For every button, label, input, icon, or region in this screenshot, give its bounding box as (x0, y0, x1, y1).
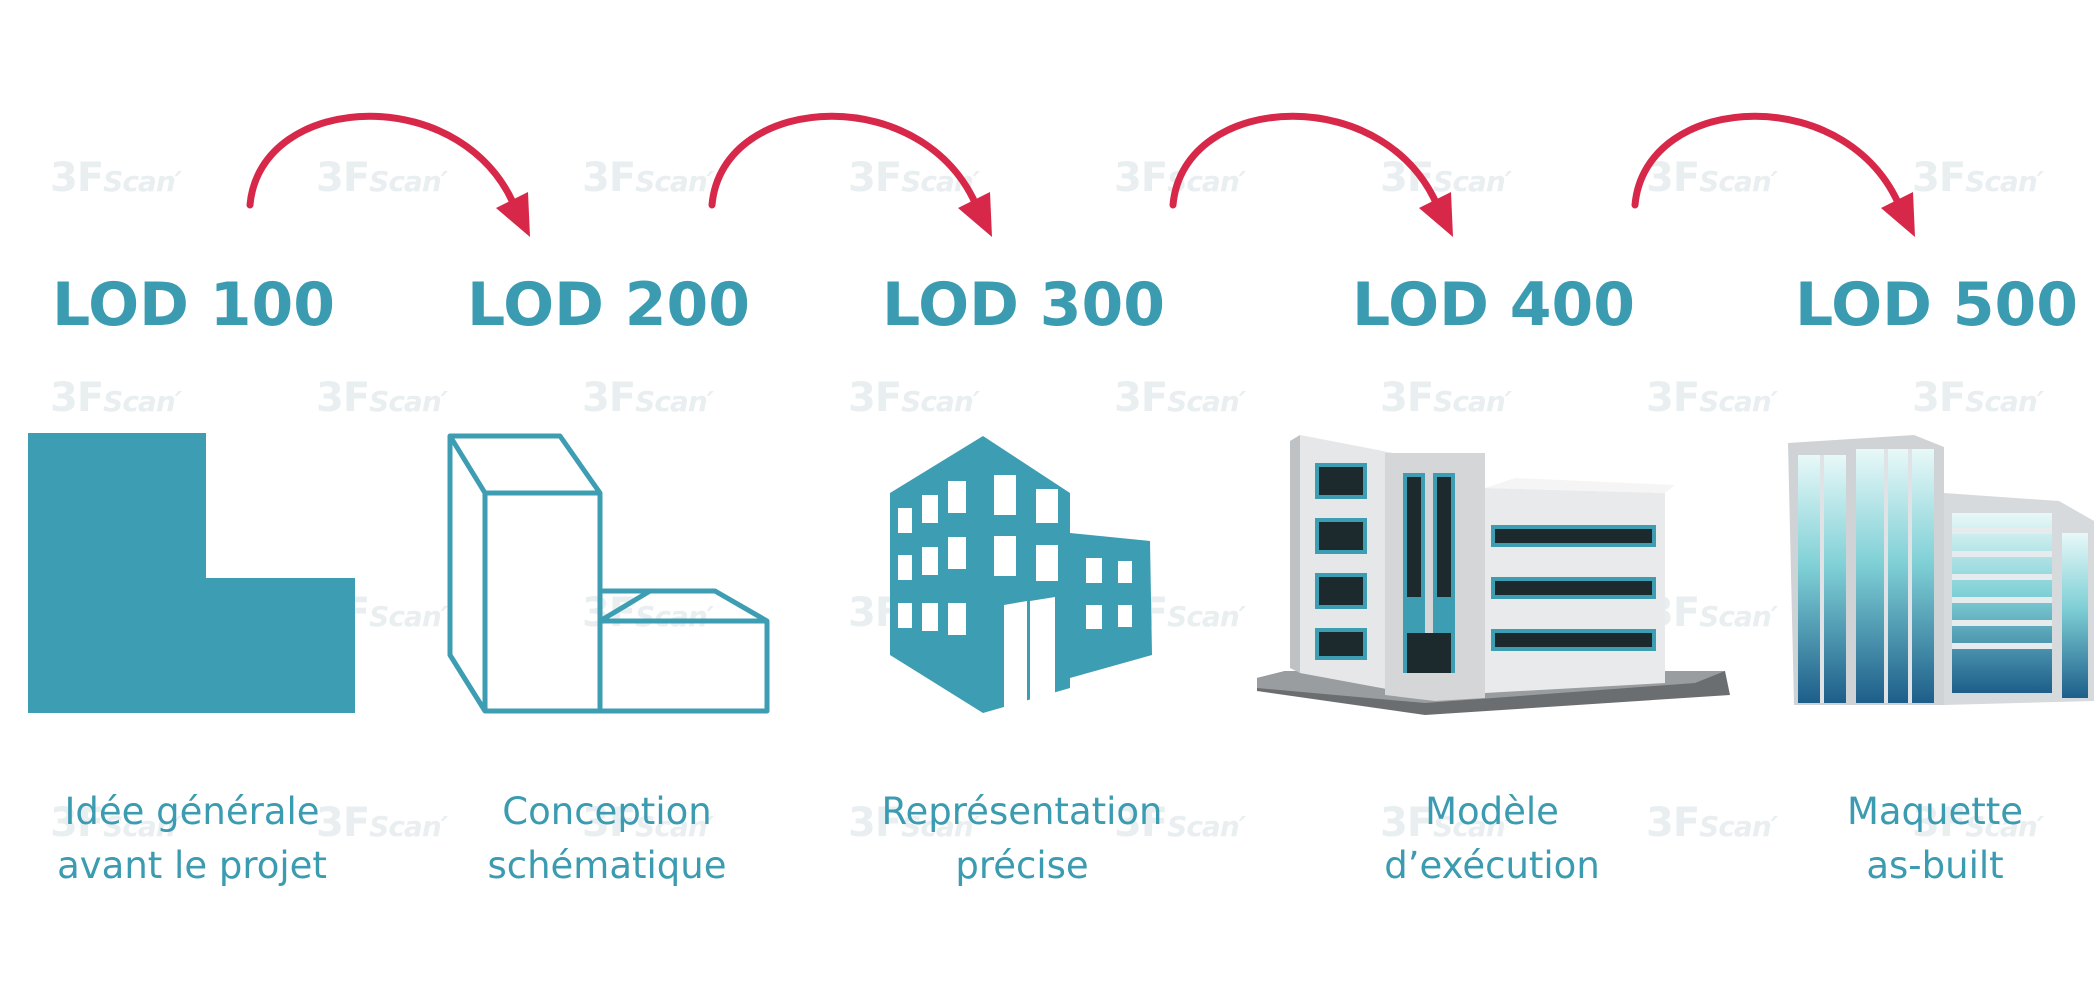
stage-1-title: LOD 100 (52, 270, 336, 340)
arrow-1-icon (246, 112, 530, 237)
watermark-logo: 3FScan′ (582, 800, 714, 846)
stage-5-caption: Maquette as-built (1765, 785, 2100, 893)
watermark-logo: 3FScan′ (1114, 800, 1246, 846)
watermark-logo: 3FScan′ (50, 375, 182, 421)
stage-2-caption-line1: Conception (502, 790, 712, 833)
watermark-logo: 3FScan′ (316, 375, 448, 421)
stage-4-caption-line2: d’exécution (1384, 844, 1600, 887)
stage-2-caption-line2: schématique (487, 844, 727, 887)
stage-2-title: LOD 200 (467, 270, 751, 340)
stage-5-caption-line2: as-built (1866, 844, 2004, 887)
stage-1-caption-line2: avant le projet (57, 844, 327, 887)
watermark-logo: 3FScan′ (50, 800, 182, 846)
stage-4-caption-line1: Modèle (1425, 790, 1559, 833)
stage-3-title: LOD 300 (882, 270, 1166, 340)
stage-3-caption: Représentation précise (852, 785, 1192, 893)
l-shape-mass-icon (28, 433, 355, 713)
watermark-logo: 3FScan′ (316, 800, 448, 846)
stage-1-caption-line1: Idée générale (64, 790, 320, 833)
watermark-logo: 3FScan′ (50, 155, 182, 201)
stage-3-caption-line2: précise (955, 844, 1089, 887)
stage-3-caption-line1: Représentation (881, 790, 1163, 833)
watermark-logo: 3FScan′ (582, 375, 714, 421)
watermark-logo: 3FScan′ (1380, 375, 1512, 421)
watermark-logo: 3FScan′ (1912, 375, 2044, 421)
watermark-logo: 3FScan′ (1646, 800, 1778, 846)
stage-5-caption-line1: Maquette (1846, 790, 2024, 833)
stage-1-caption: Idée générale avant le projet (22, 785, 362, 893)
wireframe-box-icon (447, 433, 770, 714)
watermark-logo: 3FScan′ (848, 375, 980, 421)
stage-4-caption: Modèle d’exécution (1322, 785, 1662, 893)
glass-tower-3d-icon (1788, 435, 2094, 705)
watermark-logo: 3FScan′ (1646, 375, 1778, 421)
arrow-3-icon (1169, 112, 1453, 237)
building-silhouette-icon (890, 436, 1152, 713)
watermark-logo: 3FScan′ (316, 155, 448, 201)
office-building-3d-icon (1257, 435, 1730, 715)
watermark-logo: 3FScan′ (848, 800, 980, 846)
watermark-logo: 3FScan′ (1912, 800, 2044, 846)
stage-4-title: LOD 400 (1352, 270, 1636, 340)
watermark-logo: 3FScan′ (582, 155, 714, 201)
watermark-logo: 3FScan′ (1912, 155, 2044, 201)
stage-2-caption: Conception schématique (437, 785, 777, 893)
watermark-logo: 3FScan′ (1380, 800, 1512, 846)
arrow-4-icon (1631, 112, 1915, 237)
watermark-logo: 3FScan′ (1646, 155, 1778, 201)
watermark-logo: 3FScan′ (1114, 375, 1246, 421)
arrow-2-icon (708, 112, 992, 237)
stage-5-title: LOD 500 (1795, 270, 2079, 340)
